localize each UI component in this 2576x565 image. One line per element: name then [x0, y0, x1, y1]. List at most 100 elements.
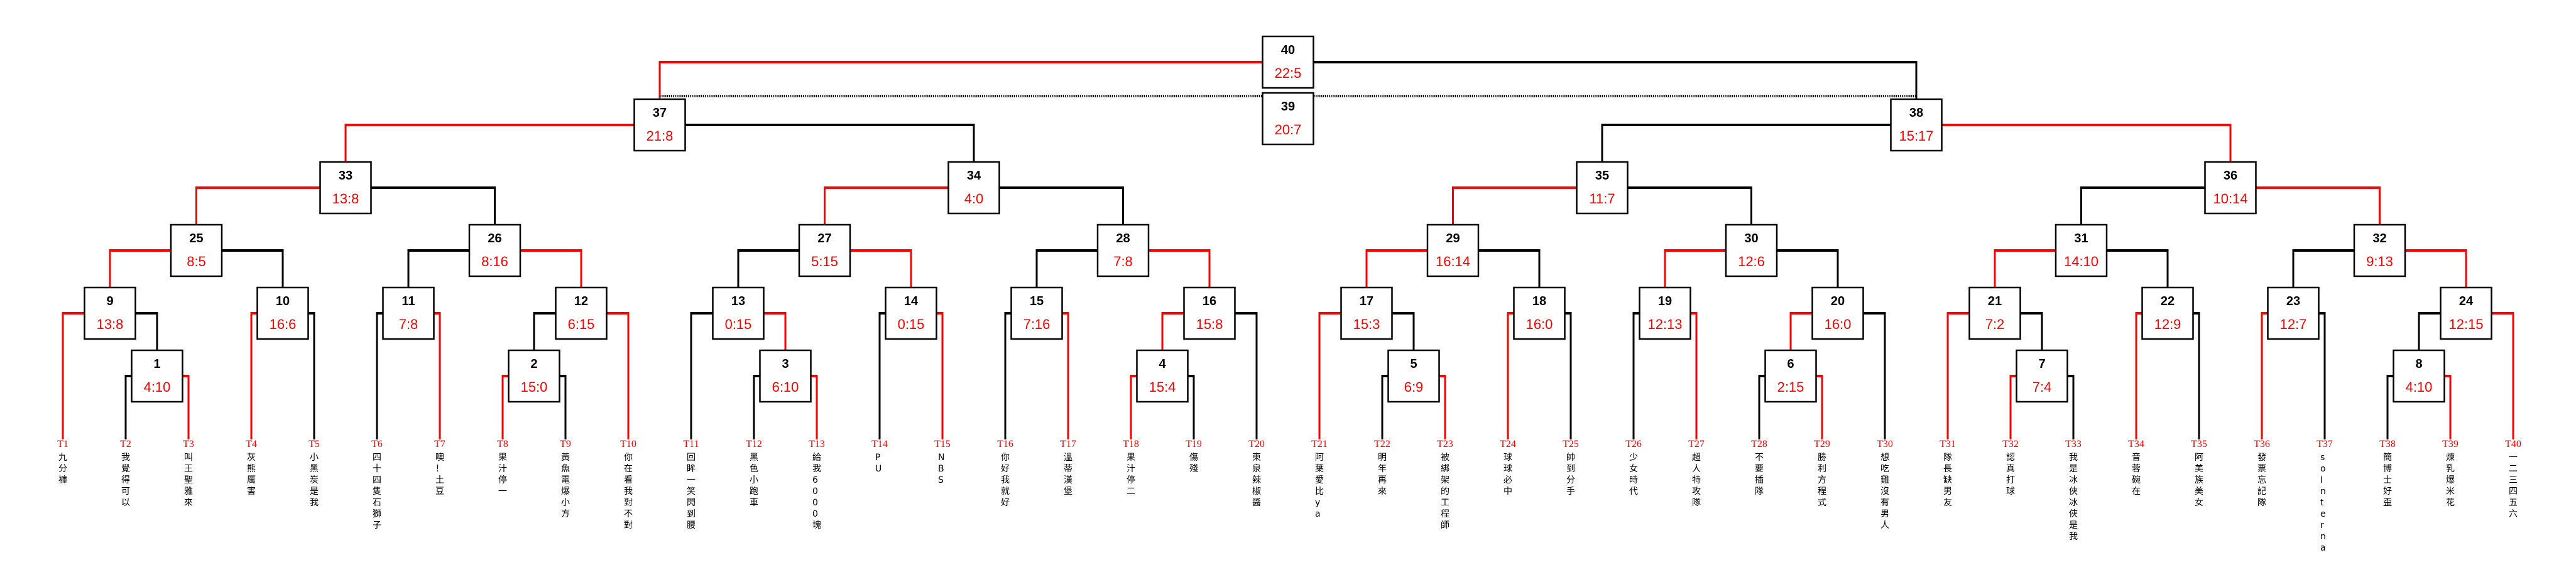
match-number: 10 — [276, 294, 290, 308]
team-name: 九分褲 — [58, 453, 67, 485]
match-number: 7 — [2038, 357, 2045, 371]
match-score: 22:5 — [1275, 65, 1302, 81]
team-seed-label: T27 — [1688, 439, 1705, 449]
team-seed-label: T7 — [434, 439, 445, 449]
match-score: 6:10 — [772, 379, 799, 395]
match-number: 1 — [153, 357, 160, 371]
match-score: 12:6 — [1738, 254, 1765, 269]
match-node-21: 217:2 — [1968, 286, 2021, 340]
match-box — [555, 286, 608, 340]
match-score: 15:8 — [1196, 316, 1223, 332]
team-seed-label: T25 — [1563, 439, 1579, 449]
match-score: 15:4 — [1149, 379, 1176, 395]
match-number: 39 — [1281, 100, 1295, 114]
team-name: 阿葉愛比ya — [1315, 453, 1324, 519]
team-name: 我覺得可以 — [121, 453, 130, 508]
team-name: 你在看我對不對 — [624, 453, 633, 530]
match-number: 30 — [1744, 232, 1758, 245]
match-score: 8:16 — [481, 254, 508, 269]
match-score: 16:6 — [270, 316, 297, 332]
match-number: 2 — [530, 357, 537, 371]
match-box — [382, 286, 435, 340]
team-seed-label: T22 — [1374, 439, 1390, 449]
match-score: 12:9 — [2154, 316, 2181, 332]
match-score: 14:10 — [2064, 254, 2098, 269]
match-box — [1136, 349, 1189, 403]
match-score: 13:8 — [97, 316, 124, 332]
team-seed-label: T10 — [620, 439, 636, 449]
match-box — [256, 286, 309, 340]
team-name: 灰熊厲害 — [247, 453, 256, 497]
match-box — [1725, 223, 1778, 277]
team-name: 傷殘 — [1189, 453, 1198, 474]
team-name: 叫王聖雅來 — [184, 453, 193, 508]
match-box — [2267, 286, 2320, 340]
match-box — [1387, 349, 1440, 403]
match-score: 10:14 — [2213, 191, 2247, 207]
match-number: 24 — [2459, 294, 2474, 308]
match-score: 16:14 — [1436, 254, 1470, 269]
match-score: 21:8 — [647, 128, 674, 144]
match-number: 6 — [1787, 357, 1794, 371]
match-score: 7:16 — [1023, 316, 1051, 332]
team-name: 少女時代 — [1629, 453, 1638, 497]
team-name: PU — [875, 453, 882, 474]
match-score: 15:3 — [1353, 316, 1380, 332]
team-name: 給我6000塊 — [812, 453, 821, 530]
match-score: 7:8 — [399, 316, 418, 332]
match-node-26: 26 8:16 — [468, 223, 521, 277]
match-node-8: 84:10 — [2393, 349, 2445, 403]
team-seed-label: T4 — [246, 439, 257, 449]
team-seed-label: T9 — [560, 439, 571, 449]
match-node-34: 344:0 — [947, 161, 1000, 215]
team-name: so Interna — [2320, 453, 2326, 553]
match-score: 6:9 — [1404, 379, 1424, 395]
team-seed-label: T11 — [683, 439, 699, 449]
team-seed-label: T37 — [2317, 439, 2333, 449]
match-box — [170, 223, 223, 277]
match-box — [2141, 286, 2194, 340]
match-score: 5:15 — [811, 254, 838, 269]
match-number: 33 — [339, 169, 352, 183]
team-seed-label: T16 — [997, 439, 1013, 449]
match-number: 31 — [2074, 232, 2088, 245]
match-node-32: 329:13 — [2353, 223, 2406, 277]
match-score: 2:15 — [1777, 379, 1804, 395]
match-score: 15:17 — [1899, 128, 1933, 144]
match-box — [1513, 286, 1566, 340]
match-box — [1764, 349, 1817, 403]
match-box — [1340, 286, 1393, 340]
match-score: 12:7 — [2280, 316, 2307, 332]
match-box — [508, 349, 560, 403]
match-number: 27 — [817, 232, 831, 245]
match-node-6: 6 2:15 — [1764, 349, 1817, 403]
match-box — [319, 161, 372, 215]
match-node-12: 126:15 — [555, 286, 608, 340]
team-seed-label: T2 — [120, 439, 131, 449]
match-number: 13 — [731, 294, 745, 308]
team-seed-label: T6 — [371, 439, 383, 449]
match-box — [2393, 349, 2445, 403]
match-box — [2016, 349, 2068, 403]
team-seed-label: T17 — [1060, 439, 1076, 449]
team-name: 黃魚電爆小方 — [561, 453, 570, 519]
match-number: 26 — [488, 232, 501, 245]
match-number: 19 — [1658, 294, 1672, 308]
team-name: 噢！土豆 — [435, 453, 444, 497]
match-node-31: 31 14:10 — [2055, 223, 2108, 277]
match-box — [2353, 223, 2406, 277]
match-node-11: 117:8 — [382, 286, 435, 340]
match-score: 6:15 — [568, 316, 595, 332]
match-box — [1262, 35, 1314, 89]
match-box — [1183, 286, 1236, 340]
match-box — [712, 286, 765, 340]
team-seed-label: T13 — [809, 439, 825, 449]
